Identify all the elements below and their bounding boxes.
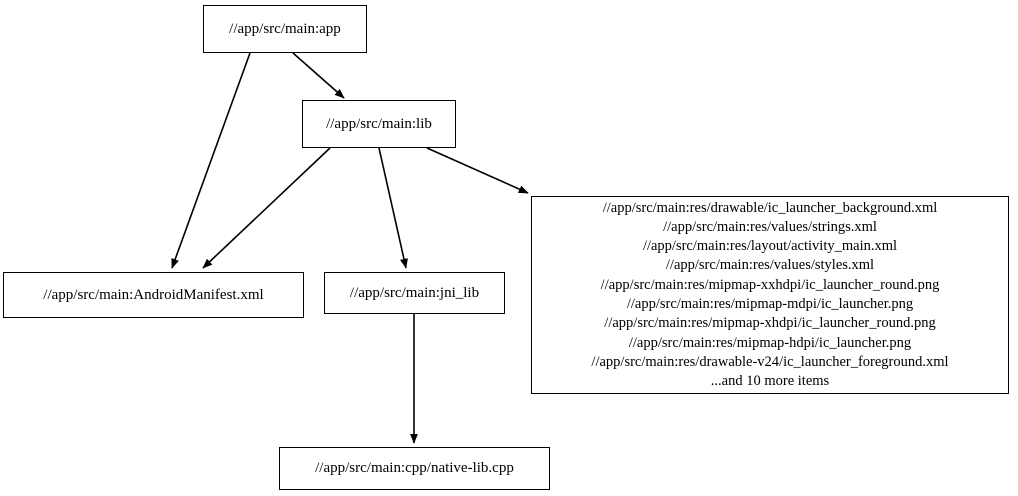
graph-node-app-label: //app/src/main:app <box>229 20 341 37</box>
graph-node-res-label: //app/src/main:res/drawable/ic_launcher_… <box>591 199 949 390</box>
graph-node-androidmanifest-label: //app/src/main:AndroidManifest.xml <box>43 286 264 303</box>
graph-node-res[interactable]: //app/src/main:res/drawable/ic_launcher_… <box>531 196 1009 394</box>
edge-lib-to-res <box>426 147 529 194</box>
graph-node-lib-label: //app/src/main:lib <box>326 115 432 132</box>
graph-node-androidmanifest[interactable]: //app/src/main:AndroidManifest.xml <box>3 272 304 318</box>
edge-app-to-androidmanifest <box>171 52 251 269</box>
graph-node-lib[interactable]: //app/src/main:lib <box>302 100 456 148</box>
graph-node-cpp-native-lib-label: //app/src/main:cpp/native-lib.cpp <box>315 460 514 476</box>
edge-lib-to-jni-lib <box>378 147 408 269</box>
graph-node-cpp-native-lib[interactable]: //app/src/main:cpp/native-lib.cpp <box>279 447 550 490</box>
graph-node-jni-lib-label: //app/src/main:jni_lib <box>349 284 480 301</box>
graph-node-app[interactable]: //app/src/main:app <box>203 5 367 53</box>
graph-node-jni-lib[interactable]: //app/src/main:jni_lib <box>324 272 505 314</box>
edge-app-to-lib <box>292 52 345 99</box>
edge-lib-to-androidmanifest <box>202 147 331 269</box>
